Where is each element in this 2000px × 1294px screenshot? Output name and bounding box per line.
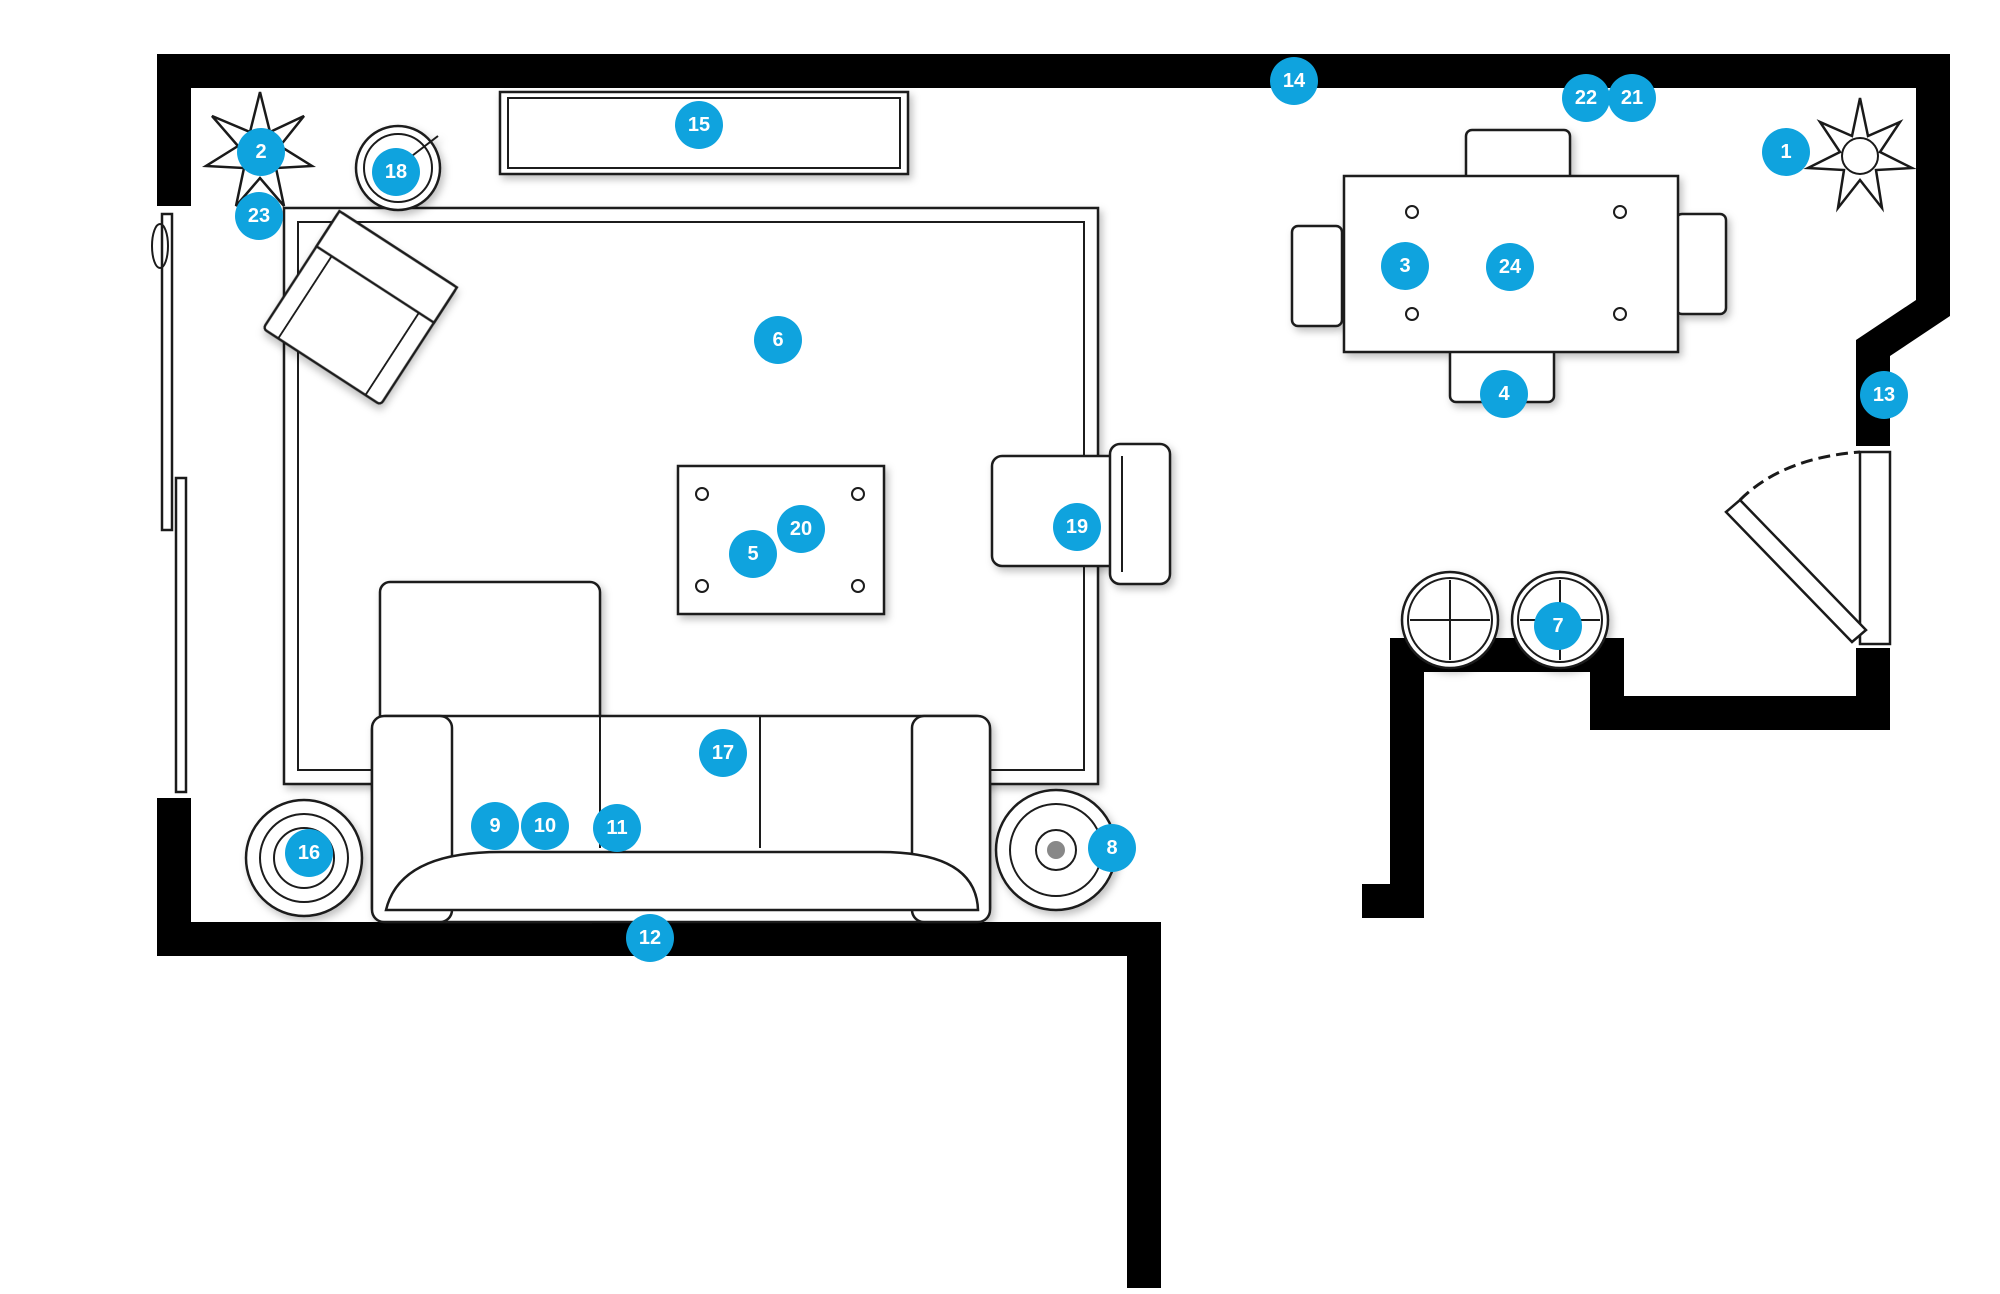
svg-text:22: 22 (1575, 87, 1597, 109)
badge-18[interactable]: 18 (372, 148, 420, 196)
window-frame-lower (174, 476, 188, 794)
round-side-table-bottom-right (994, 788, 1118, 912)
window-handle (151, 223, 169, 269)
door-leaf (1724, 498, 1868, 644)
svg-text:16: 16 (298, 842, 320, 864)
closet-foot (1362, 884, 1424, 918)
badge-7[interactable]: 7 (1534, 602, 1582, 650)
svg-text:5: 5 (747, 543, 758, 565)
svg-text:24: 24 (1499, 256, 1522, 278)
right-vertical-wall (1127, 922, 1161, 1288)
right-wall-angled (1856, 54, 1950, 446)
sectional-sofa (370, 580, 992, 924)
svg-text:13: 13 (1873, 384, 1895, 406)
svg-text:11: 11 (606, 817, 627, 839)
badge-11[interactable]: 11 (593, 804, 641, 852)
badge-20[interactable]: 20 (777, 505, 825, 553)
svg-text:10: 10 (534, 815, 556, 837)
svg-text:21: 21 (1621, 87, 1643, 109)
entry-door (1724, 450, 1892, 646)
badge-4[interactable]: 4 (1480, 370, 1528, 418)
badge-5[interactable]: 5 (729, 530, 777, 578)
badge-3[interactable]: 3 (1381, 242, 1429, 290)
accent-chair-angled (263, 209, 459, 405)
svg-text:4: 4 (1498, 383, 1510, 405)
svg-text:17: 17 (712, 742, 734, 764)
svg-text:18: 18 (385, 161, 407, 183)
badge-23[interactable]: 23 (235, 192, 283, 240)
svg-text:23: 23 (248, 205, 270, 227)
badge-6[interactable]: 6 (754, 316, 802, 364)
svg-text:15: 15 (688, 114, 710, 136)
window-frame-upper (160, 212, 174, 532)
entry-bottom-wall (1590, 696, 1890, 730)
badge-24[interactable]: 24 (1486, 243, 1534, 291)
svg-text:9: 9 (489, 815, 500, 837)
badge-22[interactable]: 22 (1562, 74, 1610, 122)
badge-19[interactable]: 19 (1053, 503, 1101, 551)
closet-left-wall (1390, 638, 1424, 918)
svg-text:20: 20 (790, 518, 812, 540)
badge-8[interactable]: 8 (1088, 824, 1136, 872)
svg-text:8: 8 (1106, 837, 1117, 859)
svg-text:1: 1 (1780, 141, 1791, 163)
badge-9[interactable]: 9 (471, 802, 519, 850)
badge-16[interactable]: 16 (285, 829, 333, 877)
svg-text:14: 14 (1283, 70, 1306, 92)
door-frame (1858, 450, 1892, 646)
svg-text:12: 12 (639, 927, 661, 949)
potted-plant-right (1803, 97, 1917, 213)
badge-2[interactable]: 2 (237, 128, 285, 176)
top-wall (157, 54, 1950, 88)
badge-21[interactable]: 21 (1608, 74, 1656, 122)
badge-12[interactable]: 12 (626, 914, 674, 962)
badge-17[interactable]: 17 (699, 729, 747, 777)
badge-1[interactable]: 1 (1762, 128, 1810, 176)
badge-14[interactable]: 14 (1270, 57, 1318, 105)
svg-text:2: 2 (255, 141, 266, 163)
svg-text:19: 19 (1066, 516, 1088, 538)
svg-text:7: 7 (1552, 615, 1563, 637)
left-wall-upper (157, 54, 191, 206)
badge-10[interactable]: 10 (521, 802, 569, 850)
badge-13[interactable]: 13 (1860, 371, 1908, 419)
window (151, 212, 188, 794)
badge-15[interactable]: 15 (675, 101, 723, 149)
svg-text:6: 6 (772, 329, 783, 351)
svg-text:3: 3 (1399, 255, 1410, 277)
